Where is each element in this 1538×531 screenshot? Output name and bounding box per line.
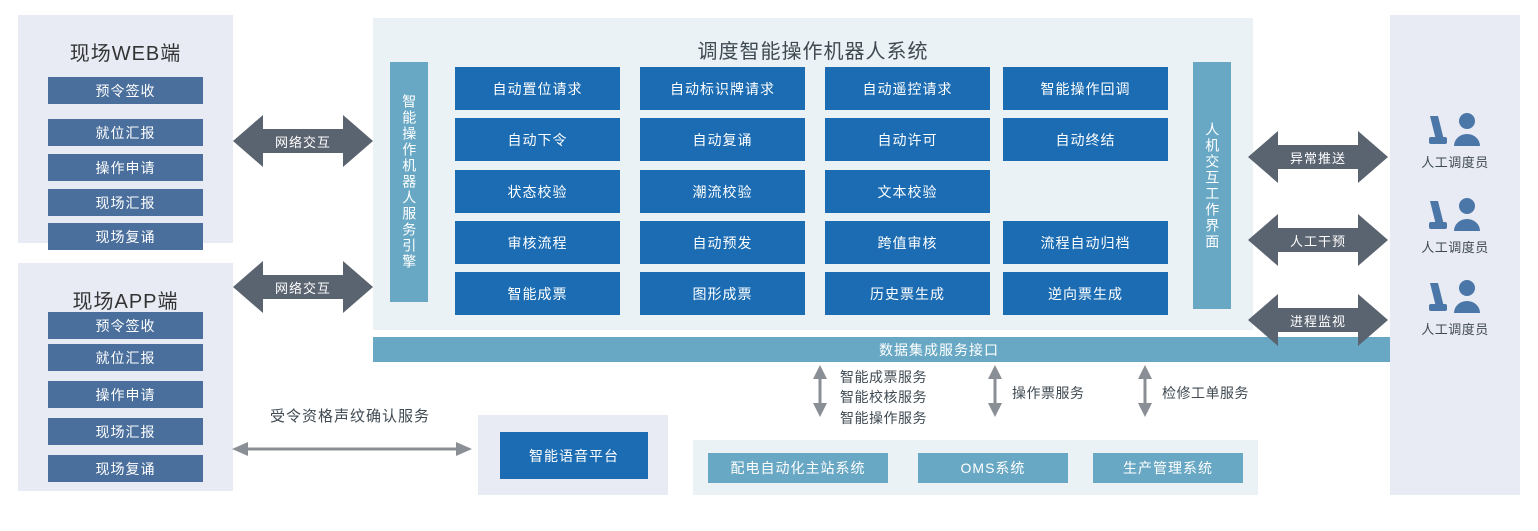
system-box-oms[interactable]: OMS系统 [918,453,1068,483]
function-cell-auto-remote-request[interactable]: 自动遥控请求 [825,67,990,110]
voice-platform-box[interactable]: 智能语音平台 [500,432,648,479]
service-label-smart-check: 智能校核服务 [840,389,927,406]
app-client-item-3[interactable]: 现场汇报 [48,418,203,445]
web-client-item-1[interactable]: 就位汇报 [48,119,203,146]
voiceprint-double-arrow [232,442,472,456]
web-client-title: 现场WEB端 [69,43,182,65]
voiceprint-service-label: 受令资格声纹确认服务 [269,408,430,425]
network-arrow-web: 网络交互 [233,112,373,170]
function-cell-auto-permit[interactable]: 自动许可 [825,118,990,161]
function-cell-powerflow-check[interactable]: 潮流校验 [640,170,805,213]
network-arrow-web-label: 网络交互 [274,134,331,150]
operator-label-1: 人工调度员 [1421,240,1489,255]
service-label-operation-ticket: 操作票服务 [1012,385,1085,401]
manual-intervention-arrow: 人工干预 [1248,211,1388,269]
web-client-item-2[interactable]: 操作申请 [48,154,203,181]
process-monitor-arrow: 进程监视 [1248,291,1388,349]
app-client-item-0[interactable]: 预令签收 [48,312,203,339]
data-integration-interface-bar: 数据集成服务接口 [373,337,1505,362]
operator-entry-0: 人工调度员 [1390,110,1520,171]
double-arrow-shape [1248,214,1388,266]
exception-push-arrow: 异常推送 [1248,128,1388,186]
app-client-title: 现场APP端 [72,291,179,313]
double-arrow-shape [1248,131,1388,183]
service-group-3-labels: 检修工单服务 [1162,383,1302,403]
app-client-item-4[interactable]: 现场复诵 [48,455,203,482]
service-arrow-1 [813,365,827,417]
function-cell-auto-dispatch-order[interactable]: 自动下令 [455,118,620,161]
service-label-maintenance-order: 检修工单服务 [1162,385,1249,401]
app-client-item-2[interactable]: 操作申请 [48,381,203,408]
service-engine-bar: 智能操作机器人服务引擎 [390,62,428,302]
service-arrow-3 [1138,365,1152,417]
function-cell-cross-shift-review[interactable]: 跨值审核 [825,221,990,264]
app-client-panel: 现场APP端 预令签收 就位汇报 操作申请 现场汇报 现场复诵 [18,263,233,491]
service-group-2-labels: 操作票服务 [1012,383,1142,403]
network-arrow-app-label: 网络交互 [274,280,331,296]
operator-label-0: 人工调度员 [1421,155,1489,170]
operator-workstation-icon [1429,113,1480,146]
function-cell-smart-operation-callback[interactable]: 智能操作回调 [1003,67,1168,110]
function-cell-graphic-ticket[interactable]: 图形成票 [640,272,805,315]
function-cell-auto-terminate[interactable]: 自动终结 [1003,118,1168,161]
function-cell-process-auto-archive[interactable]: 流程自动归档 [1003,221,1168,264]
function-cell-state-check[interactable]: 状态校验 [455,170,620,213]
double-arrow-shape [233,115,373,167]
double-arrow-shape [233,261,373,313]
service-label-smart-operation: 智能操作服务 [840,409,927,426]
network-arrow-app: 网络交互 [233,258,373,316]
web-client-item-0[interactable]: 预令签收 [48,77,203,104]
function-cell-history-ticket[interactable]: 历史票生成 [825,272,990,315]
external-systems-panel: 配电自动化主站系统 OMS系统 生产管理系统 [693,440,1258,495]
function-cell-smart-ticket[interactable]: 智能成票 [455,272,620,315]
web-client-item-3[interactable]: 现场汇报 [48,189,203,216]
service-group-1-labels: 智能成票服务 智能校核服务 智能操作服务 [840,367,990,428]
operators-panel: 人工调度员 人工调度员 人工调度员 [1390,15,1520,495]
function-cell-review-process[interactable]: 审核流程 [455,221,620,264]
function-cell-auto-position-request[interactable]: 自动置位请求 [455,67,620,110]
service-arrow-2 [988,365,1002,417]
operator-workstation-icon [1429,280,1480,313]
function-cell-auto-pre-issue[interactable]: 自动预发 [640,221,805,264]
system-box-distribution-automation[interactable]: 配电自动化主站系统 [708,453,888,483]
function-cell-text-check[interactable]: 文本校验 [825,170,990,213]
operator-label-2: 人工调度员 [1421,322,1489,337]
exception-push-label: 异常推送 [1289,150,1346,166]
process-monitor-label: 进程监视 [1289,313,1346,329]
system-title: 调度智能操作机器人系统 [697,41,929,63]
operator-entry-2: 人工调度员 [1390,277,1520,338]
double-arrow-shape [1248,294,1388,346]
app-client-item-1[interactable]: 就位汇报 [48,344,203,371]
manual-intervention-label: 人工干预 [1289,233,1346,249]
function-cell-reverse-ticket[interactable]: 逆向票生成 [1003,272,1168,315]
web-client-panel: 现场WEB端 预令签收 就位汇报 操作申请 现场汇报 现场复诵 [18,15,233,250]
hmi-workspace-bar: 人机交互工作界面 [1193,62,1231,309]
function-cell-auto-repeat[interactable]: 自动复诵 [640,118,805,161]
function-cell-auto-sign-request[interactable]: 自动标识牌请求 [640,67,805,110]
operator-entry-1: 人工调度员 [1390,195,1520,256]
voice-platform-panel: 智能语音平台 [478,415,668,495]
system-box-production-management[interactable]: 生产管理系统 [1093,453,1243,483]
web-client-item-4[interactable]: 现场复诵 [48,223,203,250]
operator-workstation-icon [1429,198,1480,231]
service-label-smart-ticket: 智能成票服务 [840,369,927,385]
